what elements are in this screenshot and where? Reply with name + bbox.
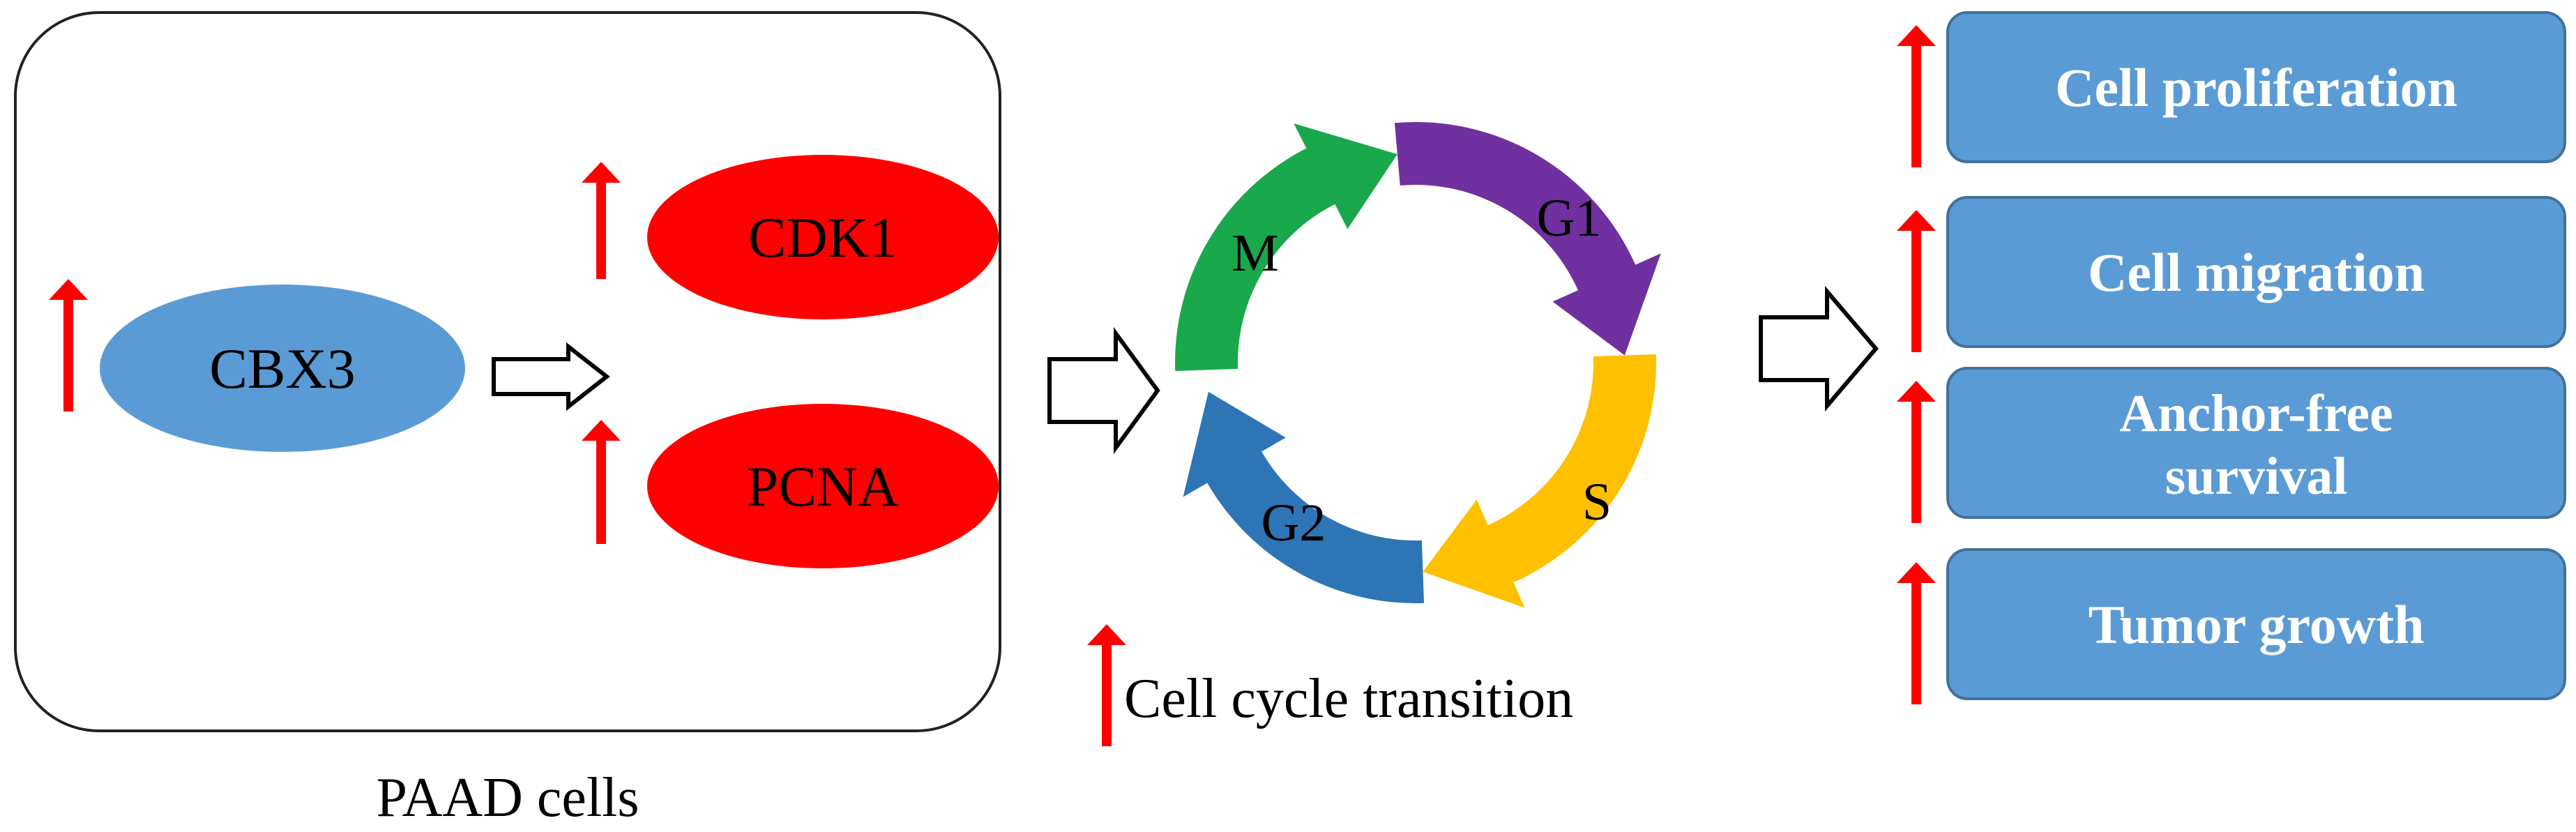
phase-label-m: M bbox=[1232, 224, 1279, 282]
cycle-phase-arrow bbox=[1423, 354, 1656, 608]
outcome-label: Cell migration bbox=[2088, 242, 2425, 303]
pcna-oval bbox=[647, 404, 999, 568]
cycle-phase-arrow bbox=[1183, 391, 1425, 603]
up-arrow-icon bbox=[582, 420, 621, 441]
up-arrow-icon bbox=[1897, 562, 1936, 583]
cell-cycle-ring: M G1S G2 bbox=[1175, 122, 1661, 608]
panel-caption: PAAD cells bbox=[376, 767, 639, 829]
hollow-arrow-icon bbox=[492, 342, 610, 411]
cycle-caption: Cell cycle transition bbox=[1124, 668, 1573, 729]
hollow-arrow-icon bbox=[1047, 326, 1160, 455]
cdk1-oval bbox=[647, 155, 999, 319]
cycle-caption-group: Cell cycle transition bbox=[1087, 624, 1573, 746]
cycle-phase-arrow bbox=[1394, 122, 1661, 356]
cbx3-node: CBX3 bbox=[49, 279, 465, 452]
cycle-phase-arrow bbox=[1175, 123, 1397, 372]
outcome-box bbox=[1946, 548, 2566, 700]
up-arrow-icon bbox=[1087, 624, 1126, 645]
up-arrow-icon bbox=[1897, 210, 1936, 231]
outcome-item: Tumor growth bbox=[1897, 548, 2566, 704]
cdk1-node: CDK1 bbox=[582, 155, 999, 319]
up-arrow-icon bbox=[49, 279, 88, 300]
up-arrow-icon bbox=[1897, 25, 1936, 46]
hollow-arrow-icon bbox=[1759, 285, 1879, 412]
pcna-node: PCNA bbox=[582, 404, 999, 568]
outcome-item: Cell proliferation bbox=[1897, 11, 2566, 167]
up-arrow-icon bbox=[582, 162, 621, 183]
phase-label-g1: G1 bbox=[1537, 189, 1602, 248]
outcome-label: Anchor-free bbox=[2119, 384, 2393, 443]
outcome-box bbox=[1946, 367, 2566, 519]
outcome-label-line2: survival bbox=[2165, 447, 2348, 506]
outcome-label: Tumor growth bbox=[2089, 594, 2425, 655]
cdk1-label: CDK1 bbox=[748, 206, 897, 269]
cbx3-oval bbox=[100, 285, 465, 452]
pcna-label: PCNA bbox=[747, 455, 900, 518]
phase-label-s: S bbox=[1582, 473, 1612, 531]
outcome-item: Cell migration bbox=[1897, 196, 2566, 352]
outcome-box bbox=[1946, 196, 2566, 348]
outcome-label: Cell proliferation bbox=[2055, 57, 2457, 118]
cbx3-label: CBX3 bbox=[209, 337, 356, 400]
phase-label-g2: G2 bbox=[1262, 494, 1326, 552]
outcome-box bbox=[1946, 11, 2566, 163]
up-arrow-icon bbox=[1897, 381, 1936, 402]
